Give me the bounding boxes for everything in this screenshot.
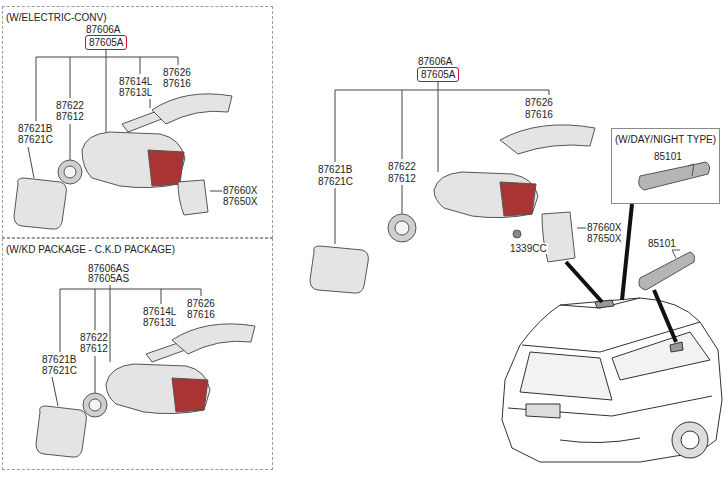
panel-heading: (W/DAY/NIGHT TYPE)	[612, 132, 716, 146]
callout-number: 87660X	[586, 222, 622, 233]
callout-number: 87616	[186, 309, 216, 320]
part-number: 87605A	[89, 37, 123, 48]
callout-number: 87616	[524, 109, 554, 120]
callout-number: 87612	[55, 111, 85, 122]
callout-number: 87622	[387, 161, 417, 172]
callout-number: 87613L	[118, 87, 153, 98]
callout-number: 85101	[647, 238, 677, 249]
highlight-box: 87605A	[85, 35, 127, 50]
callout-number: 87621C	[317, 176, 354, 187]
variant-panel: (W/DAY/NIGHT TYPE)	[611, 128, 720, 204]
callout-number: 87626	[186, 298, 216, 309]
callout-number: 87606A	[417, 56, 453, 67]
callout-number: 87622	[79, 332, 109, 343]
callout-number: 87621B	[41, 354, 77, 365]
callout-number: 87621B	[317, 164, 353, 175]
callout-number: 85101	[653, 151, 683, 162]
callout-number: 87613L	[142, 317, 177, 328]
callout-number: 87612	[79, 343, 109, 354]
callout-number: 87650X	[222, 196, 258, 207]
callout-number: 1339CC	[509, 243, 548, 254]
callout-number: 87614L	[142, 306, 177, 317]
callout-number: 87626	[524, 97, 554, 108]
panel-heading: (W/ELECTRIC-CONV)	[3, 10, 107, 24]
callout-number: 87621C	[17, 134, 54, 145]
highlight-box: 87605A	[417, 67, 459, 82]
callout-number: 87650X	[586, 233, 622, 244]
part-number: 87605A	[421, 69, 455, 80]
callout-number: 87621B	[17, 123, 53, 134]
callout-number: 87612	[387, 173, 417, 184]
callout-number: 87660X	[222, 185, 258, 196]
callout-number: 87606A	[85, 24, 121, 35]
callout-number: 87605AS	[87, 273, 130, 284]
callout-number: 87622	[55, 100, 85, 111]
callout-number: 87616	[162, 78, 192, 89]
callout-number: 87626	[162, 67, 192, 78]
panel-heading: (W/KD PACKAGE - C.K.D PACKAGE)	[3, 242, 175, 256]
callout-number: 87614L	[118, 76, 153, 87]
callout-number: 87621C	[41, 365, 78, 376]
